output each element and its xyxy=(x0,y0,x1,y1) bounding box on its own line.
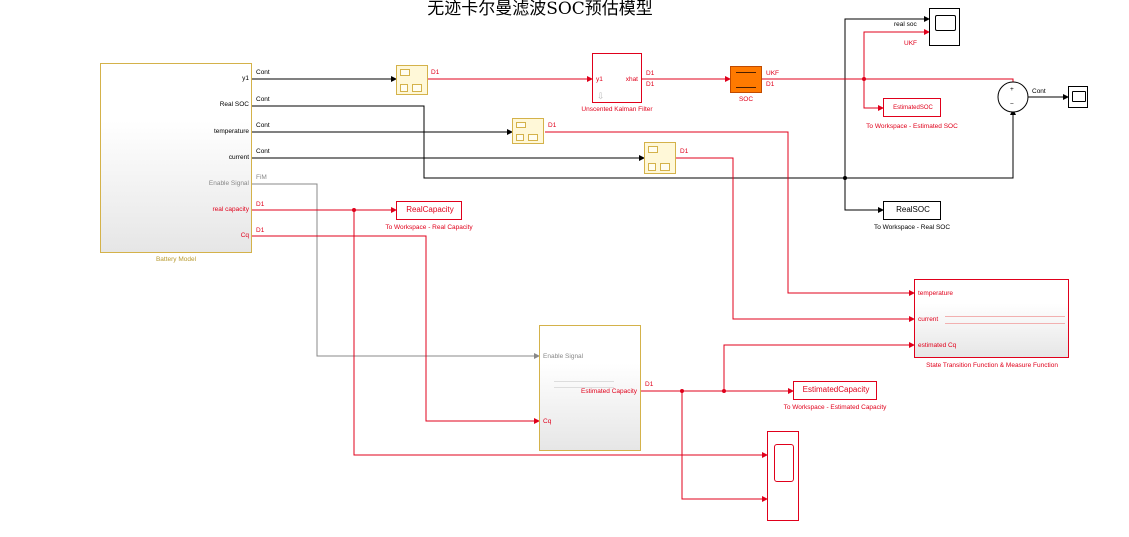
scope-error[interactable] xyxy=(1068,86,1088,108)
inner-wiring-hint xyxy=(945,316,1065,324)
battery-model-block[interactable] xyxy=(100,63,252,253)
rt-icon xyxy=(660,163,670,171)
ukf-block[interactable]: y1 xhat ⇩ xyxy=(592,53,642,103)
rate-real-capacity: D1 xyxy=(256,201,265,208)
signal-rt3-to-statefn xyxy=(676,157,915,322)
soc-out-rate-1: UKF xyxy=(766,70,779,77)
branch-points xyxy=(352,77,866,393)
est-soc-var: EstimatedSOC xyxy=(893,105,933,111)
signal-realsoc-to-scope xyxy=(844,16,930,178)
to-workspace-estimated-capacity[interactable]: EstimatedCapacity xyxy=(793,381,877,400)
real-soc-var: RealSOC xyxy=(896,205,930,214)
inner-wiring-hint xyxy=(554,381,614,388)
battery-model-name: Battery Model xyxy=(155,256,197,263)
to-workspace-real-soc[interactable]: RealSOC xyxy=(883,201,941,220)
port-cq: Cq xyxy=(240,232,249,239)
state-transition-name: State Transition Function & Measure Func… xyxy=(926,362,1058,369)
rate-cq: D1 xyxy=(256,227,265,234)
port-temperature: temperature xyxy=(213,128,249,135)
rt1-rate: D1 xyxy=(431,69,440,76)
real-soc-name: To Workspace - Real SOC xyxy=(873,224,951,231)
signal-cq xyxy=(252,235,540,424)
port-current: current xyxy=(228,154,249,161)
rt-icon xyxy=(400,84,408,92)
cap-out: Estimated Capacity xyxy=(581,388,637,395)
rt-icon xyxy=(400,69,410,76)
ukf-out-rate-2: D1 xyxy=(646,81,655,88)
state-in-current: current xyxy=(918,316,939,323)
scope-screen-icon xyxy=(1072,91,1086,102)
rt-icon xyxy=(412,84,422,92)
ukf-out-rate-1: D1 xyxy=(646,70,655,77)
soc-out-rate-2: D1 xyxy=(766,81,775,88)
to-workspace-real-capacity[interactable]: RealCapacity xyxy=(396,201,462,220)
down-arrow-icon: ⇩ xyxy=(597,91,605,101)
real-capacity-name: To Workspace - Real Capacity xyxy=(385,224,473,231)
sum-minus-sign: − xyxy=(1010,101,1014,108)
signal-realsoc xyxy=(252,105,1016,179)
rt-icon xyxy=(648,146,658,153)
rt-icon xyxy=(516,134,524,141)
signal-soc-to-ws xyxy=(863,79,884,111)
to-workspace-estimated-soc[interactable]: EstimatedSOC xyxy=(883,98,941,117)
state-in-estimated-cq: estimated Cq xyxy=(918,342,957,349)
rate-transition-3[interactable] xyxy=(644,142,676,174)
est-soc-name: To Workspace - Estimated SOC xyxy=(866,123,958,130)
soc-block[interactable] xyxy=(730,66,762,93)
signal-estcap-to-scope xyxy=(681,391,768,502)
model-title: 无迹卡尔曼滤波SOC预估模型 xyxy=(427,0,653,19)
cap-out-rate: D1 xyxy=(645,381,654,388)
port-y1: y1 xyxy=(242,75,249,82)
signal-realcap-to-scope xyxy=(353,210,768,458)
sum-block xyxy=(997,81,1029,113)
ukf-out-port: xhat xyxy=(625,76,638,83)
signal-estcap-to-statefn xyxy=(723,342,915,391)
rate-enable: FiM xyxy=(256,174,267,181)
rate-y1: Cont xyxy=(256,69,270,76)
rate-real-soc: Cont xyxy=(256,96,270,103)
rate-temperature: Cont xyxy=(256,122,270,129)
rt-icon xyxy=(528,134,538,141)
scope-label-ukf: UKF xyxy=(904,40,917,47)
signal-soc-to-scope xyxy=(863,29,930,79)
soc-name: SOC xyxy=(738,96,754,103)
signal-realsoc-to-ws xyxy=(844,178,884,213)
scope-screen-icon xyxy=(935,15,956,31)
cap-in-enable: Enable Signal xyxy=(543,353,584,360)
rt-icon xyxy=(516,122,526,128)
ukf-name: Unscented Kalman Filter xyxy=(581,106,653,113)
rt2-rate: D1 xyxy=(548,122,557,129)
sum-plus-sign: + xyxy=(1010,86,1014,93)
signal-rt2-to-statefn xyxy=(545,131,915,296)
signal-enable xyxy=(252,183,540,359)
rate-transition-2[interactable] xyxy=(512,118,544,144)
port-real-capacity: real capacity xyxy=(212,206,250,213)
port-enable-signal: Enable Signal xyxy=(208,180,249,187)
state-transition-block[interactable]: temperature current estimated Cq xyxy=(914,279,1069,358)
scope-label-real-soc: real soc xyxy=(894,21,917,28)
sum-out-rate: Cont xyxy=(1032,88,1046,95)
rate-current: Cont xyxy=(256,148,270,155)
est-cap-var: EstimatedCapacity xyxy=(802,385,870,394)
cap-in-cq: Cq xyxy=(543,418,552,425)
est-cap-name: To Workspace - Estimated Capacity xyxy=(783,404,887,411)
real-capacity-var: RealCapacity xyxy=(406,205,454,214)
scope-capacity[interactable] xyxy=(767,431,799,521)
switch-icon xyxy=(736,72,756,88)
capacity-estimation-block[interactable]: Enable Signal Cq Estimated Capacity xyxy=(539,325,641,451)
port-real-soc: Real SOC xyxy=(219,101,249,108)
rate-transition-1[interactable] xyxy=(396,65,428,95)
rt3-rate: D1 xyxy=(680,148,689,155)
scope-screen-icon xyxy=(774,444,794,482)
signal-soc-to-sum xyxy=(762,78,1016,91)
state-in-temperature: temperature xyxy=(918,290,954,297)
rt-icon xyxy=(648,163,656,171)
scope-top[interactable] xyxy=(929,8,960,46)
ukf-in-port: y1 xyxy=(596,76,603,83)
